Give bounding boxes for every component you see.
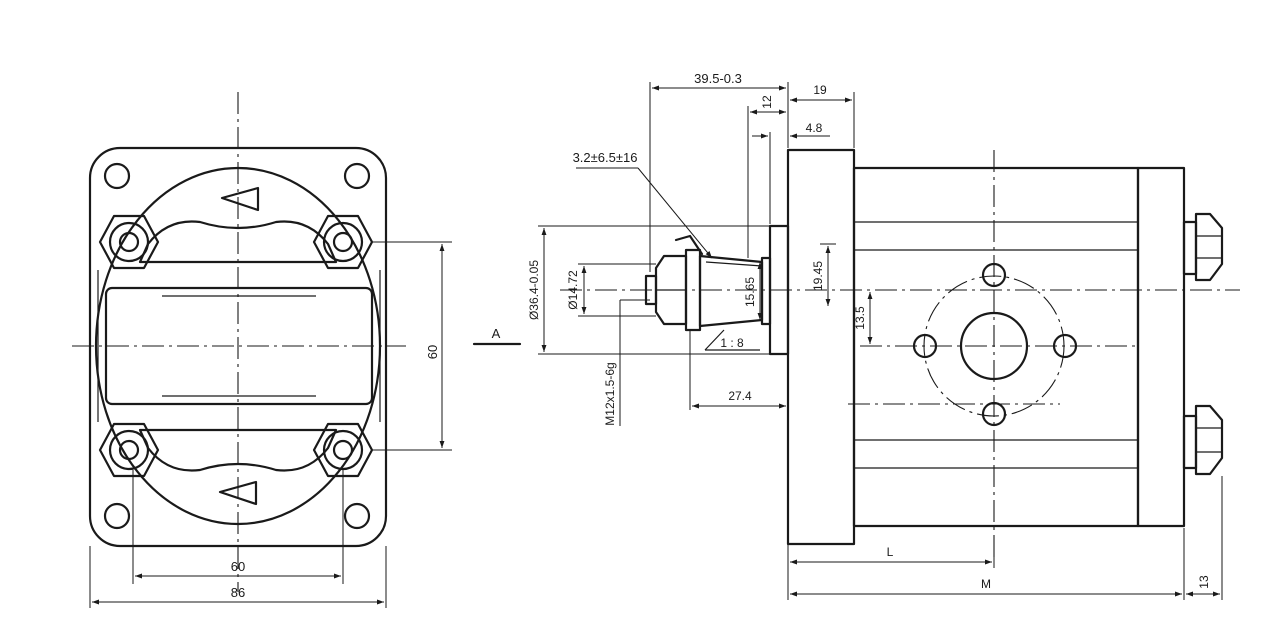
port-hole-left xyxy=(912,333,938,359)
dim-height-60-label: 60 xyxy=(425,345,440,359)
taper-spec-label: 3.2±6.5±16 xyxy=(573,150,638,165)
dim-27-4-label: 27.4 xyxy=(728,389,752,403)
rear-bolt-bottom xyxy=(1182,404,1224,476)
port-hole-right xyxy=(1052,333,1078,359)
rear-cover xyxy=(1136,166,1186,528)
dim-dia-36-4-label: Ø36.4-0.05 xyxy=(527,260,541,320)
bolt-top-right xyxy=(312,214,374,270)
flange-outline xyxy=(88,146,388,548)
corner-hole-top-left xyxy=(103,162,131,190)
dim-L-label: L xyxy=(887,545,894,559)
dim-width-86-label: 86 xyxy=(231,585,245,600)
port-hole-bottom xyxy=(981,401,1007,427)
bolt-bottom-left xyxy=(98,422,160,478)
dim-dia-14-72-label: Ø14.72 xyxy=(566,270,580,310)
dim-19-label: 19 xyxy=(813,83,827,97)
key-detail xyxy=(674,234,704,256)
shaft-nut xyxy=(654,254,688,326)
taper-symbol-line xyxy=(704,329,725,351)
dim-19-45-label: 19.45 xyxy=(811,261,825,291)
view-label: A xyxy=(492,326,501,341)
mounting-flange xyxy=(786,148,856,546)
shaft-collar xyxy=(760,256,772,326)
corner-hole-top-right xyxy=(343,162,371,190)
rear-bolt-top xyxy=(1182,212,1224,282)
corner-hole-bottom-right xyxy=(343,502,371,530)
side-view: 1 : 8 39.5-0.3 12 19 4.8 3.2±6.5±16 Ø36.… xyxy=(472,71,1240,600)
dim-width-60-label: 60 xyxy=(231,559,245,574)
bolt-top-left xyxy=(98,214,160,270)
port-bore xyxy=(959,311,1029,381)
rotation-arrow-top-icon xyxy=(220,186,260,212)
taper-ratio-label: 1 : 8 xyxy=(720,336,744,350)
bolt-bottom-right xyxy=(312,422,374,478)
dim-M-label: M xyxy=(981,577,991,591)
rotation-arrow-bottom-icon xyxy=(218,480,258,506)
dim-13-label: 13 xyxy=(1197,575,1211,589)
keyway xyxy=(705,261,763,267)
port-hole-top xyxy=(981,262,1007,288)
thread-end xyxy=(644,274,658,306)
thread-spec-label: M12x1.5-6g xyxy=(603,362,617,425)
dim-15-65-label: 15.65 xyxy=(743,277,757,307)
dim-4-8-label: 4.8 xyxy=(806,121,823,135)
bolt-circle xyxy=(923,275,1065,417)
front-view: 60 60 86 xyxy=(72,92,452,608)
corner-hole-bottom-left xyxy=(103,502,131,530)
dim-12-label: 12 xyxy=(760,95,774,109)
dim-13-5-label: 13.5 xyxy=(853,306,867,330)
body-window xyxy=(104,286,374,406)
dim-39-5-label: 39.5-0.3 xyxy=(694,71,742,86)
